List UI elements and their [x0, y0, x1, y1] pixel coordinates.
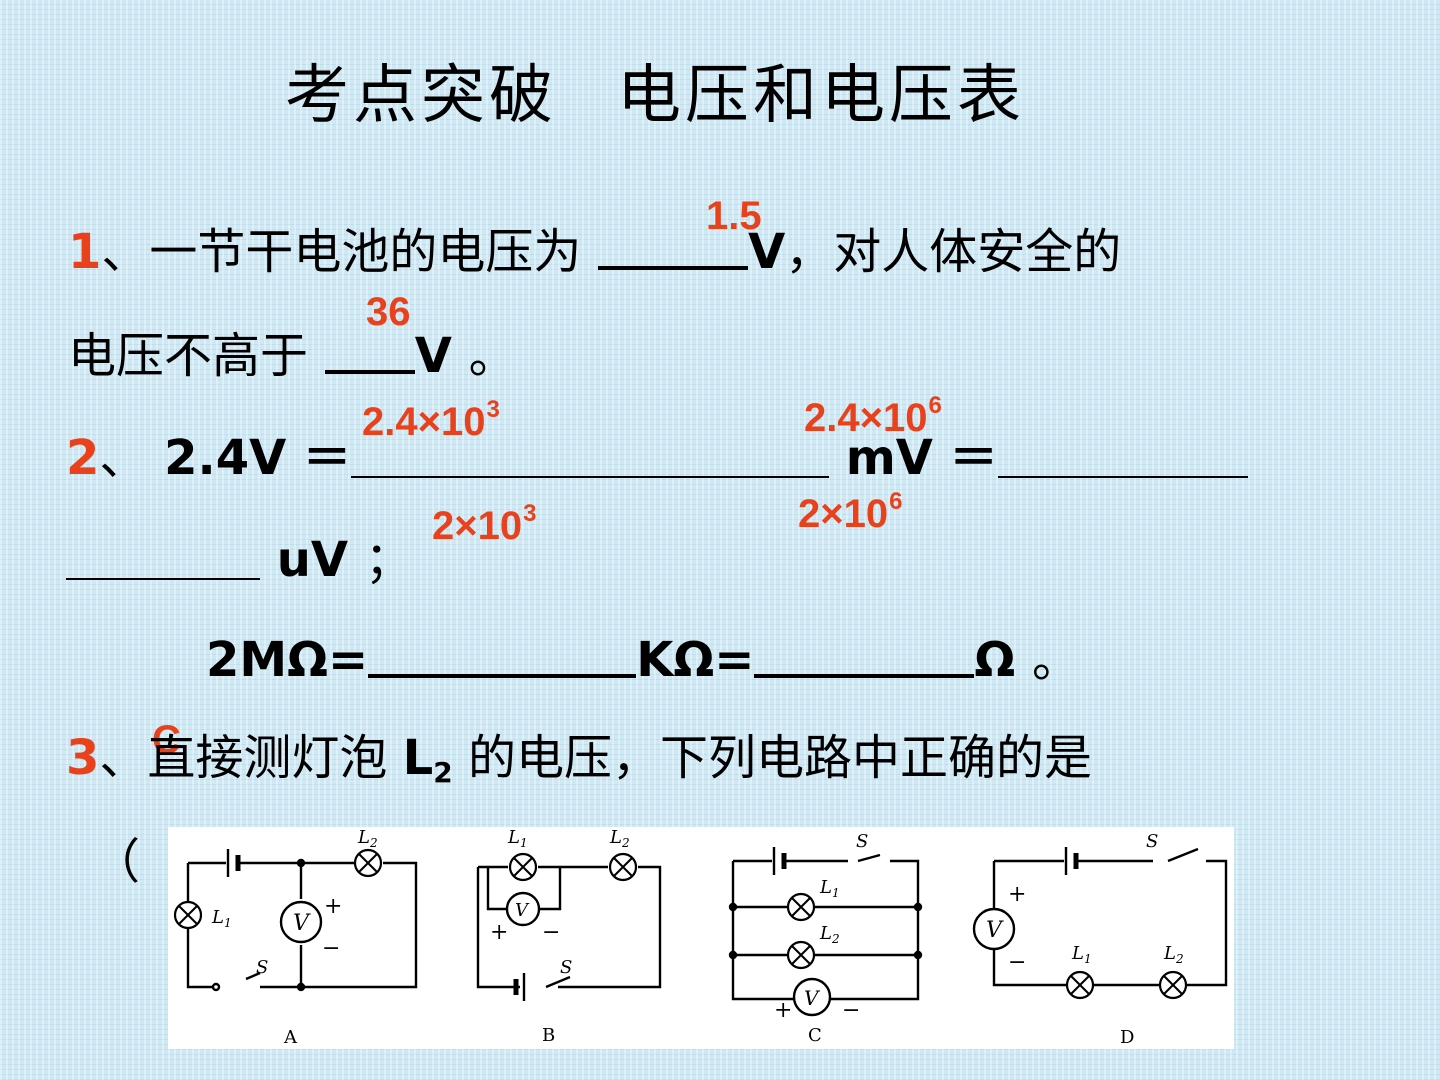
voltmeter-b: V: [515, 900, 530, 921]
switch-label-a: S: [256, 957, 268, 978]
q2-res-lhs: 2MΩ=: [206, 632, 369, 688]
plus-c: +: [774, 998, 792, 1023]
circuit-a: [186, 849, 418, 992]
answer-k-exp: 3: [523, 500, 537, 527]
q2-blank-uv-b: [66, 538, 260, 580]
q1-blank-a: [598, 226, 749, 270]
q3-number: 3: [66, 730, 100, 786]
lamp-label-a-l1: L1: [211, 907, 232, 930]
q2-line2: uV ；: [66, 520, 413, 590]
title-part2: 电压和电压表: [617, 59, 1025, 133]
answer-mv: 2.4×103: [362, 396, 500, 445]
answer-uv: 2.4×106: [804, 392, 942, 441]
q1-text-a: 、一节干电池的电压为: [101, 224, 582, 280]
q1-end: 。: [468, 328, 517, 384]
q2-unit-mv: mV ＝: [845, 430, 998, 486]
q2-blank-kohm: [368, 634, 637, 678]
q3-paren: （: [92, 834, 141, 890]
lamp-icon: [786, 892, 816, 922]
plus-d: +: [1008, 882, 1026, 907]
lamp-icon: [353, 848, 383, 878]
answer-ohm-exp: 6: [889, 488, 903, 515]
diagram-label-c: C: [808, 1025, 822, 1046]
q2-res-mid: KΩ=: [636, 632, 755, 688]
q2-res-end: 。: [1031, 632, 1080, 688]
lamp-label-a-l2: L2: [357, 827, 378, 850]
q3-text-a: 、直接测灯泡: [99, 730, 403, 786]
minus-d: −: [1008, 950, 1026, 975]
minus-c: −: [842, 998, 860, 1023]
answer-mv-base: 2.4×10: [362, 400, 486, 444]
q1-blank-b: [324, 330, 415, 374]
answer-mv-exp: 3: [486, 396, 500, 423]
q3-lamp-sub: 2: [433, 756, 453, 789]
lamp-label-c-l1: L1: [819, 877, 840, 900]
q1-line1: 1、一节干电池的电压为 V，对人体安全的: [68, 212, 1121, 282]
answer-circuit: C: [152, 718, 181, 762]
voltmeter-c: V: [804, 986, 821, 1010]
plus-a: +: [324, 894, 342, 919]
q1-number: 1: [68, 224, 102, 280]
circuit-svg: V V V V S S S S L1 L2 L1 L2 L1 L2 L1 L2 …: [173, 827, 1228, 1048]
answer-safe-voltage: 36: [366, 290, 411, 334]
lamp-label-d-l1: L1: [1071, 943, 1092, 966]
q1-text-b: ，对人体安全的: [785, 224, 1122, 280]
minus-b: −: [542, 920, 560, 945]
switch-label-b: S: [560, 957, 572, 978]
q3-text-b: 的电压，下列电路中正确的是: [452, 730, 1093, 786]
voltmeter-a: V: [293, 911, 311, 936]
q1-unit-b: V: [414, 328, 452, 384]
q2-number: 2: [66, 430, 100, 486]
answer-k-base: 2×10: [432, 504, 523, 548]
q2-semi: ；: [364, 532, 413, 588]
minus-a: −: [322, 936, 340, 961]
lamp-icon: [173, 900, 203, 930]
q2-blank-mv: [351, 436, 830, 478]
switch-label-d: S: [1146, 831, 1158, 852]
diagram-label-d: D: [1120, 1027, 1134, 1048]
q3-lamp: L: [402, 730, 434, 786]
q2-unit-uv: uV: [276, 532, 349, 588]
voltmeter-d: V: [986, 918, 1004, 943]
q2-res-unit: Ω: [974, 632, 1016, 688]
switch-label-c: S: [856, 831, 868, 852]
answer-ohm-base: 2×10: [798, 492, 889, 536]
q3-line1: 3、直接测灯泡 L2 的电压，下列电路中正确的是: [66, 718, 1092, 789]
lamp-label-b-l1: L1: [507, 827, 528, 850]
page-title: 考点突破电压和电压表: [285, 44, 1025, 136]
diagram-label-b: B: [542, 1025, 555, 1046]
lamp-icon: [608, 852, 638, 882]
q2-line1: 2、 2.4V ＝ mV ＝: [66, 418, 1248, 488]
answer-uv-base: 2.4×10: [804, 396, 928, 440]
answer-kohm: 2×103: [432, 500, 536, 549]
q2-blank-uv-a: [997, 436, 1248, 478]
q2-blank-ohm: [754, 634, 975, 678]
circuit-diagrams: V V V V S S S S L1 L2 L1 L2 L1 L2 L1 L2 …: [168, 827, 1234, 1049]
plus-b: +: [490, 920, 508, 945]
circuit-c: [728, 847, 923, 1017]
q2-line3: 2MΩ= KΩ= Ω 。: [206, 620, 1080, 690]
answer-uv-exp: 6: [928, 392, 942, 419]
q2-lhs: 2.4V ＝: [164, 430, 352, 486]
lamp-icon: [1065, 970, 1095, 1000]
title-part1: 考点突破: [285, 59, 557, 133]
lamp-label-d-l2: L2: [1163, 943, 1184, 966]
circuit-b: [476, 865, 662, 1001]
q2-sep: 、: [99, 430, 148, 486]
q1-line2: 电压不高于 V 。: [68, 316, 517, 386]
diagram-label-a: A: [283, 1027, 298, 1048]
answer-ohm: 2×106: [798, 488, 902, 537]
answer-battery-voltage: 1.5: [706, 194, 762, 238]
lamp-icon: [508, 852, 538, 882]
q1-unit-a: V: [748, 224, 786, 280]
lamp-icon: [1158, 970, 1188, 1000]
circuit-d: [972, 847, 1228, 987]
lamp-label-b-l2: L2: [609, 827, 630, 850]
q1-text-c: 电压不高于: [68, 328, 309, 384]
lamp-icon: [786, 940, 816, 970]
lamp-label-c-l2: L2: [819, 923, 840, 946]
